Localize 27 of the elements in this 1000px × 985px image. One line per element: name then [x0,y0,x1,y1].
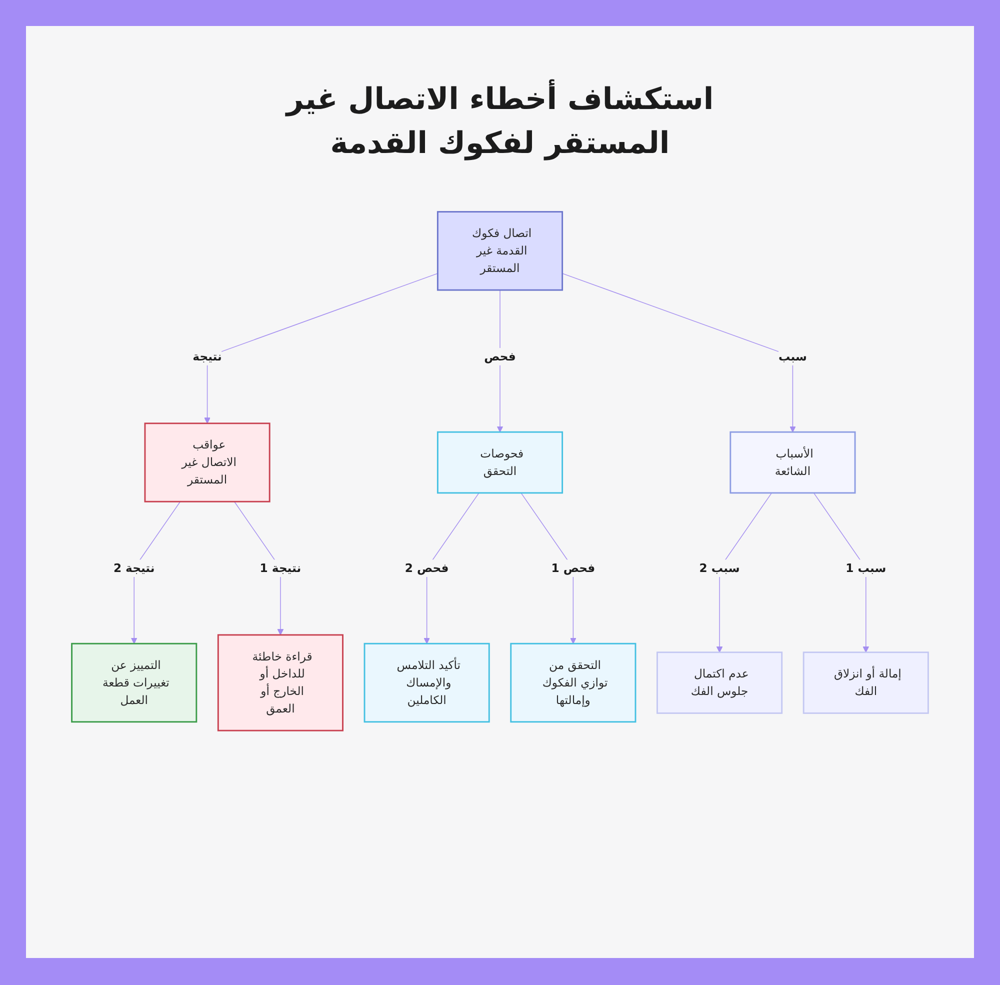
arrow [424,492,480,644]
node-box: قراءة خاطئة للداخل أو الخارج أو العمق [217,634,344,732]
edge-label: سبب [778,349,807,364]
edge-label: نتيجة [192,349,222,364]
node-box: إمالة أو انزلاق الفك [802,652,929,714]
edge-label: نتيجة 2 [113,561,155,575]
edge-label: فحص [484,349,516,364]
edge-label: سبب 1 [846,561,886,575]
arrow [130,501,181,644]
node-box: عدم اكتمال جلوس الفك [656,652,783,714]
arrow [562,273,796,432]
node-box: اتصال فكوك القدمة غير المستقر [436,211,564,291]
arrow [813,492,870,653]
diagram-title: استكشاف أخطاء الاتصال غير المستقر لفكوك القدمة [226,78,774,165]
arrow [204,273,438,424]
node-box: عواقب الاتصال غير المستقر [144,422,270,502]
node-box: فحوصات التحقق [436,431,564,494]
node-box: التمييز عن تغييرات قطعة العمل [71,642,198,723]
edge-label: سبب 2 [699,561,740,575]
node-box: الأسباب الشائعة [730,431,856,494]
node-box: التحقق من توازي الفكوك وإمالتها [510,642,636,723]
edge-label: نتيجة 1 [260,561,302,575]
node-box: تأكيد التلامس والإمساك الكاملين [364,642,490,723]
edge-label: فحص 1 [551,561,596,575]
arrow [716,492,772,653]
edge-label: فحص 2 [404,561,449,575]
arrow [520,492,576,644]
